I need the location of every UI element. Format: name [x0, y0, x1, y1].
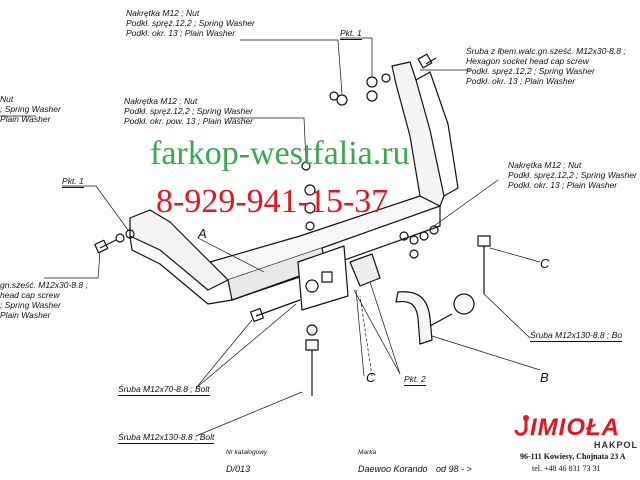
part-letter-b: B: [540, 370, 549, 385]
ball-neck: [395, 291, 433, 345]
bolt-130-right-label: Śruba M12x130-8.8 ; Bo: [530, 330, 623, 342]
right-arm: [391, 61, 445, 207]
pkt1-left-label: Pkt. 1: [62, 176, 84, 188]
part-letter-a: A: [198, 226, 207, 241]
callout-line: Nakrętka M12 ; Nut: [124, 96, 198, 106]
callout-line: Podkł. okr. 13 ; Plain Washer: [126, 28, 236, 38]
callout-line: Plain Washer: [0, 114, 51, 124]
bolt-130-left-label: Śruba M12x130-8.8 ; Bolt: [118, 432, 215, 444]
imiola-logo: IMIOŁA HAKPOL: [512, 414, 640, 450]
years-value: od 98 - >: [436, 464, 472, 474]
watermark-phone: 8-929-941-15-37: [156, 183, 389, 220]
brand-tel: tel. +48 46 831 73 31: [532, 464, 601, 473]
pkt2-label: Pkt. 2: [404, 374, 426, 386]
towhook-logo-icon: [514, 415, 529, 436]
part-letter-c-bottom: C: [366, 370, 376, 385]
callout-mid-nut: Nakrętka M12 ; Nut Podkł. spręż.12,2 ; S…: [124, 96, 253, 126]
address-text: 96-111 Kowiesy, Chojnata 23 A: [520, 452, 626, 461]
pkt1-top-label: Pkt. 1: [340, 28, 362, 40]
callout-line: Śruba z łbem.walc.gn.sześć. M12x30-8.8 ;: [466, 46, 626, 56]
socket-bracket: [349, 253, 381, 287]
callout-top-nut: Nakrętka M12 ; Nut Podkł. spręż.12,2 ; S…: [126, 8, 255, 38]
logo-subtitle: HAKPOL: [594, 440, 638, 450]
callout-line: ; Spring Washer: [0, 300, 61, 310]
left-arm: [129, 209, 229, 291]
callout-line: Plain Washer: [0, 310, 51, 320]
bolt-70: [255, 299, 301, 317]
mount-plate: [297, 245, 349, 311]
make-value: Daewoo Korando: [358, 464, 428, 474]
logo-wordmark: IMIOŁA: [530, 414, 620, 441]
callout-line: ; Spring Washer: [0, 104, 61, 114]
callout-line: Podkł. spręż.12,2 ; Spring Washer: [126, 18, 255, 28]
callout-line: Nakrętka M12 ; Nut: [508, 160, 582, 170]
callout-right-screw: Śruba z łbem.walc.gn.sześć. M12x30-8.8 ;…: [466, 46, 626, 86]
callout-line: Nut: [0, 94, 14, 104]
make-label: Marka: [358, 449, 377, 456]
callout-line: gn.sześć. M12x30-8.8 ;: [0, 280, 88, 290]
catalog-value: D/013: [226, 464, 251, 474]
bolt-left: [99, 239, 117, 249]
catalog-label: Nr katalogowy: [226, 449, 268, 456]
bolt-70-label: Śruba M12x70-8.8 ; Bolt: [118, 384, 210, 396]
callout-left-top-partial: Nut ; Spring Washer Plain Washer: [0, 94, 61, 124]
callout-line: Podkł. spręż.12,2 ; Spring Washer: [508, 170, 637, 180]
callout-line: Nakrętka M12 ; Nut: [126, 8, 200, 18]
callout-line: Podkł. okr. pow. 13 ; Plain Washer: [124, 116, 253, 126]
brand-address: 96-111 Kowiesy, Chojnata 23 A: [520, 452, 626, 461]
part-letter-c-right: C: [540, 256, 550, 271]
callout-line: Podkł. okr. 13 ; Plain Washer: [466, 76, 576, 86]
callout-line: Podkł. spręż.12,2 ; Spring Washer: [124, 106, 253, 116]
tow-ball: [453, 293, 475, 315]
callout-line: head cap screw: [0, 290, 60, 300]
callout-right-nut: Nakrętka M12 ; Nut Podkł. spręż.12,2 ; S…: [508, 160, 637, 190]
callout-line: Podkł. okr. 13 ; Plain Washer: [508, 180, 618, 190]
watermark-site: farkop-westfalia.ru: [150, 135, 410, 172]
callout-line: Podkł. spręż.12,2 ; Spring Washer: [466, 66, 595, 76]
callout-left-screw-partial: gn.sześć. M12x30-8.8 ; head cap screw ; …: [0, 280, 88, 320]
callout-line: Hexagon socket head cap screw: [466, 56, 589, 66]
